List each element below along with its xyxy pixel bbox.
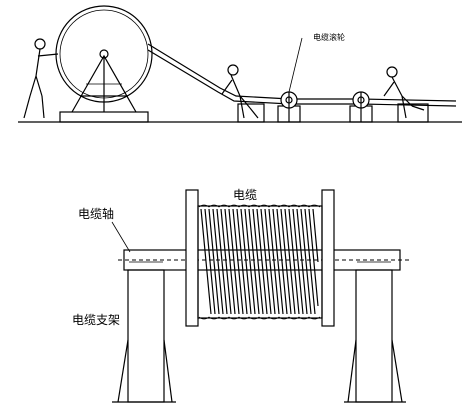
worker-2-icon: [383, 66, 429, 123]
left-flange: [185, 189, 199, 327]
stand-label: 电缆支架: [72, 313, 120, 327]
cable-label: 电缆: [233, 188, 257, 202]
cable-roller-2-icon: [349, 91, 373, 123]
worker-1-icon: [221, 64, 265, 123]
axle-label-group: 电缆轴: [78, 206, 131, 253]
right-stand: [344, 269, 406, 403]
roller-label-group: 电缆滚轮: [288, 32, 345, 93]
cable-axle: [118, 249, 410, 271]
roller-label: 电缆滚轮: [313, 32, 345, 42]
cable-roller-1-icon: [277, 91, 301, 123]
axle-label: 电缆轴: [78, 206, 114, 221]
cable-path: [147, 43, 457, 107]
worker-at-drum-icon: [23, 38, 59, 119]
top-scene: 电缆滚轮: [18, 5, 462, 123]
left-stand: [112, 269, 176, 403]
cable-coil: [197, 204, 323, 320]
bottom-scene: 电缆 电缆轴 电缆支架: [72, 188, 410, 403]
right-flange: [321, 189, 335, 327]
cable-drum: [55, 5, 153, 123]
